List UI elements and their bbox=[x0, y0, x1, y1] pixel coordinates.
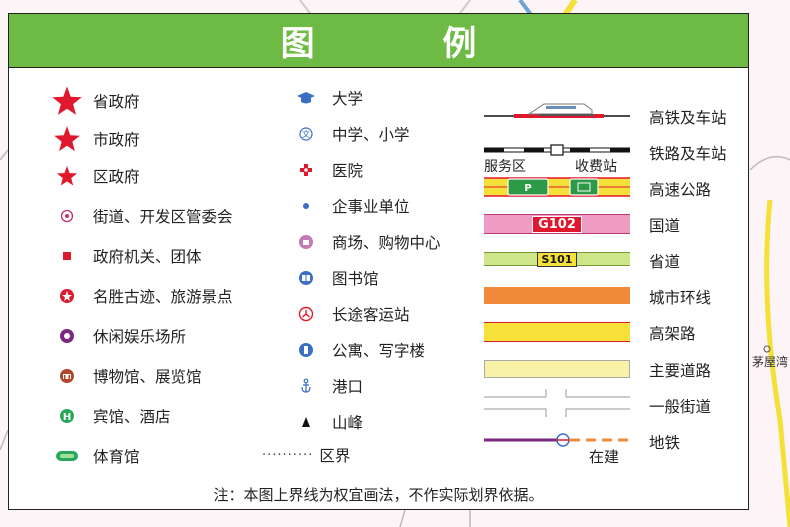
provincial-road-symbol: S101 bbox=[484, 251, 630, 267]
school-icon: 文 bbox=[286, 127, 326, 141]
service-area-label: 服务区 bbox=[484, 159, 526, 175]
legend-item-university: 大学 bbox=[286, 87, 363, 109]
office-building-icon bbox=[286, 342, 326, 358]
red-square-icon bbox=[47, 251, 87, 261]
provincial-road-code: S101 bbox=[536, 251, 578, 267]
legend-item-port: 港口 bbox=[286, 375, 363, 397]
national-road-code: G102 bbox=[532, 215, 582, 233]
under-construction-label: 在建 bbox=[589, 448, 620, 466]
label-provincial-road: 省道 bbox=[649, 253, 681, 271]
label-high-speed-rail: 高铁及车站 bbox=[649, 109, 727, 127]
hotel-icon: H bbox=[47, 408, 87, 424]
legend-item-stadium: 体育馆 bbox=[47, 445, 140, 467]
elevated-road-symbol bbox=[484, 322, 630, 342]
library-book-icon bbox=[286, 270, 326, 286]
legend-title: 图 例 bbox=[280, 24, 535, 64]
legend-item-gov-agency: 政府机关、团体 bbox=[47, 245, 202, 267]
label-national-road: 国道 bbox=[649, 217, 681, 235]
small-star-icon bbox=[47, 165, 87, 187]
legend-item-school: 文 中学、小学 bbox=[286, 123, 410, 145]
label-expressway: 高速公路 bbox=[649, 181, 712, 199]
legend-item-enterprise: 企事业单位 bbox=[286, 195, 410, 217]
national-road-symbol: G102 bbox=[484, 214, 630, 234]
scenic-icon bbox=[47, 288, 87, 304]
metro-symbol bbox=[484, 433, 630, 447]
shopping-bag-icon bbox=[286, 234, 326, 250]
svg-text:P: P bbox=[524, 183, 531, 194]
svg-text:H: H bbox=[63, 412, 71, 423]
high-speed-rail-symbol bbox=[484, 103, 630, 118]
blue-dot-icon bbox=[286, 202, 326, 210]
legend-item-province-gov: 省政府 bbox=[47, 85, 140, 117]
expressway-symbol: P bbox=[484, 177, 630, 197]
svg-text:文: 文 bbox=[302, 129, 310, 139]
bus-station-icon bbox=[286, 306, 326, 322]
legend-item-library: 图书馆 bbox=[286, 267, 379, 289]
legend-item-boundary: ·········· 区界 bbox=[262, 447, 351, 465]
label-main-road: 主要道路 bbox=[649, 362, 712, 380]
legend-item-district-gov: 区政府 bbox=[47, 165, 140, 187]
legend-item-peak: 山峰 bbox=[286, 411, 363, 433]
hospital-cross-icon bbox=[286, 163, 326, 177]
legend-item-street-office: 街道、开发区管委会 bbox=[47, 205, 233, 227]
legend-header: 图 例 bbox=[9, 14, 748, 68]
legend-item-museum: 博物馆、展览馆 bbox=[47, 365, 202, 387]
toll-station-label: 收费站 bbox=[575, 159, 617, 175]
legend-item-mall: 商场、购物中心 bbox=[286, 231, 441, 253]
label-railway: 铁路及车站 bbox=[649, 145, 727, 163]
legend-item-city-gov: 市政府 bbox=[47, 125, 140, 153]
label-metro: 地铁 bbox=[649, 434, 681, 452]
ring-road-symbol bbox=[484, 287, 630, 304]
label-street: 一般街道 bbox=[649, 398, 712, 416]
peak-triangle-icon bbox=[286, 416, 326, 428]
medium-star-icon bbox=[47, 125, 87, 153]
main-road-symbol bbox=[484, 360, 630, 378]
legend-item-hospital: 医院 bbox=[286, 159, 363, 181]
legend-item-leisure: 休闲娱乐场所 bbox=[47, 325, 186, 347]
railway-symbol bbox=[484, 144, 630, 156]
graduation-cap-icon bbox=[286, 91, 326, 105]
street-symbol bbox=[484, 389, 630, 417]
place-label: 茅屋湾 bbox=[752, 355, 789, 369]
legend-note: 注：本图上界线为权宜画法，不作实际划界依据。 bbox=[213, 486, 544, 504]
label-ring-road: 城市环线 bbox=[649, 289, 712, 307]
legend-item-hotel: H 宾馆、酒店 bbox=[47, 405, 171, 427]
label-elevated-road: 高架路 bbox=[649, 325, 696, 343]
stadium-icon bbox=[47, 449, 87, 463]
leisure-icon bbox=[47, 328, 87, 344]
boundary-dots: ·········· bbox=[262, 447, 314, 463]
museum-icon bbox=[47, 368, 87, 384]
large-star-icon bbox=[47, 85, 87, 117]
double-circle-icon bbox=[47, 209, 87, 223]
legend-item-scenic-spot: 名胜古迹、旅游景点 bbox=[47, 285, 233, 307]
legend-item-bus-station: 长途客运站 bbox=[286, 303, 410, 325]
anchor-icon bbox=[286, 378, 326, 394]
legend-item-apartment: 公寓、写字楼 bbox=[286, 339, 425, 361]
legend-panel: 图 例 省政府 市政府 区政府 街道、开发区管委会 政府机关、团体 名胜古迹、旅… bbox=[8, 13, 749, 510]
